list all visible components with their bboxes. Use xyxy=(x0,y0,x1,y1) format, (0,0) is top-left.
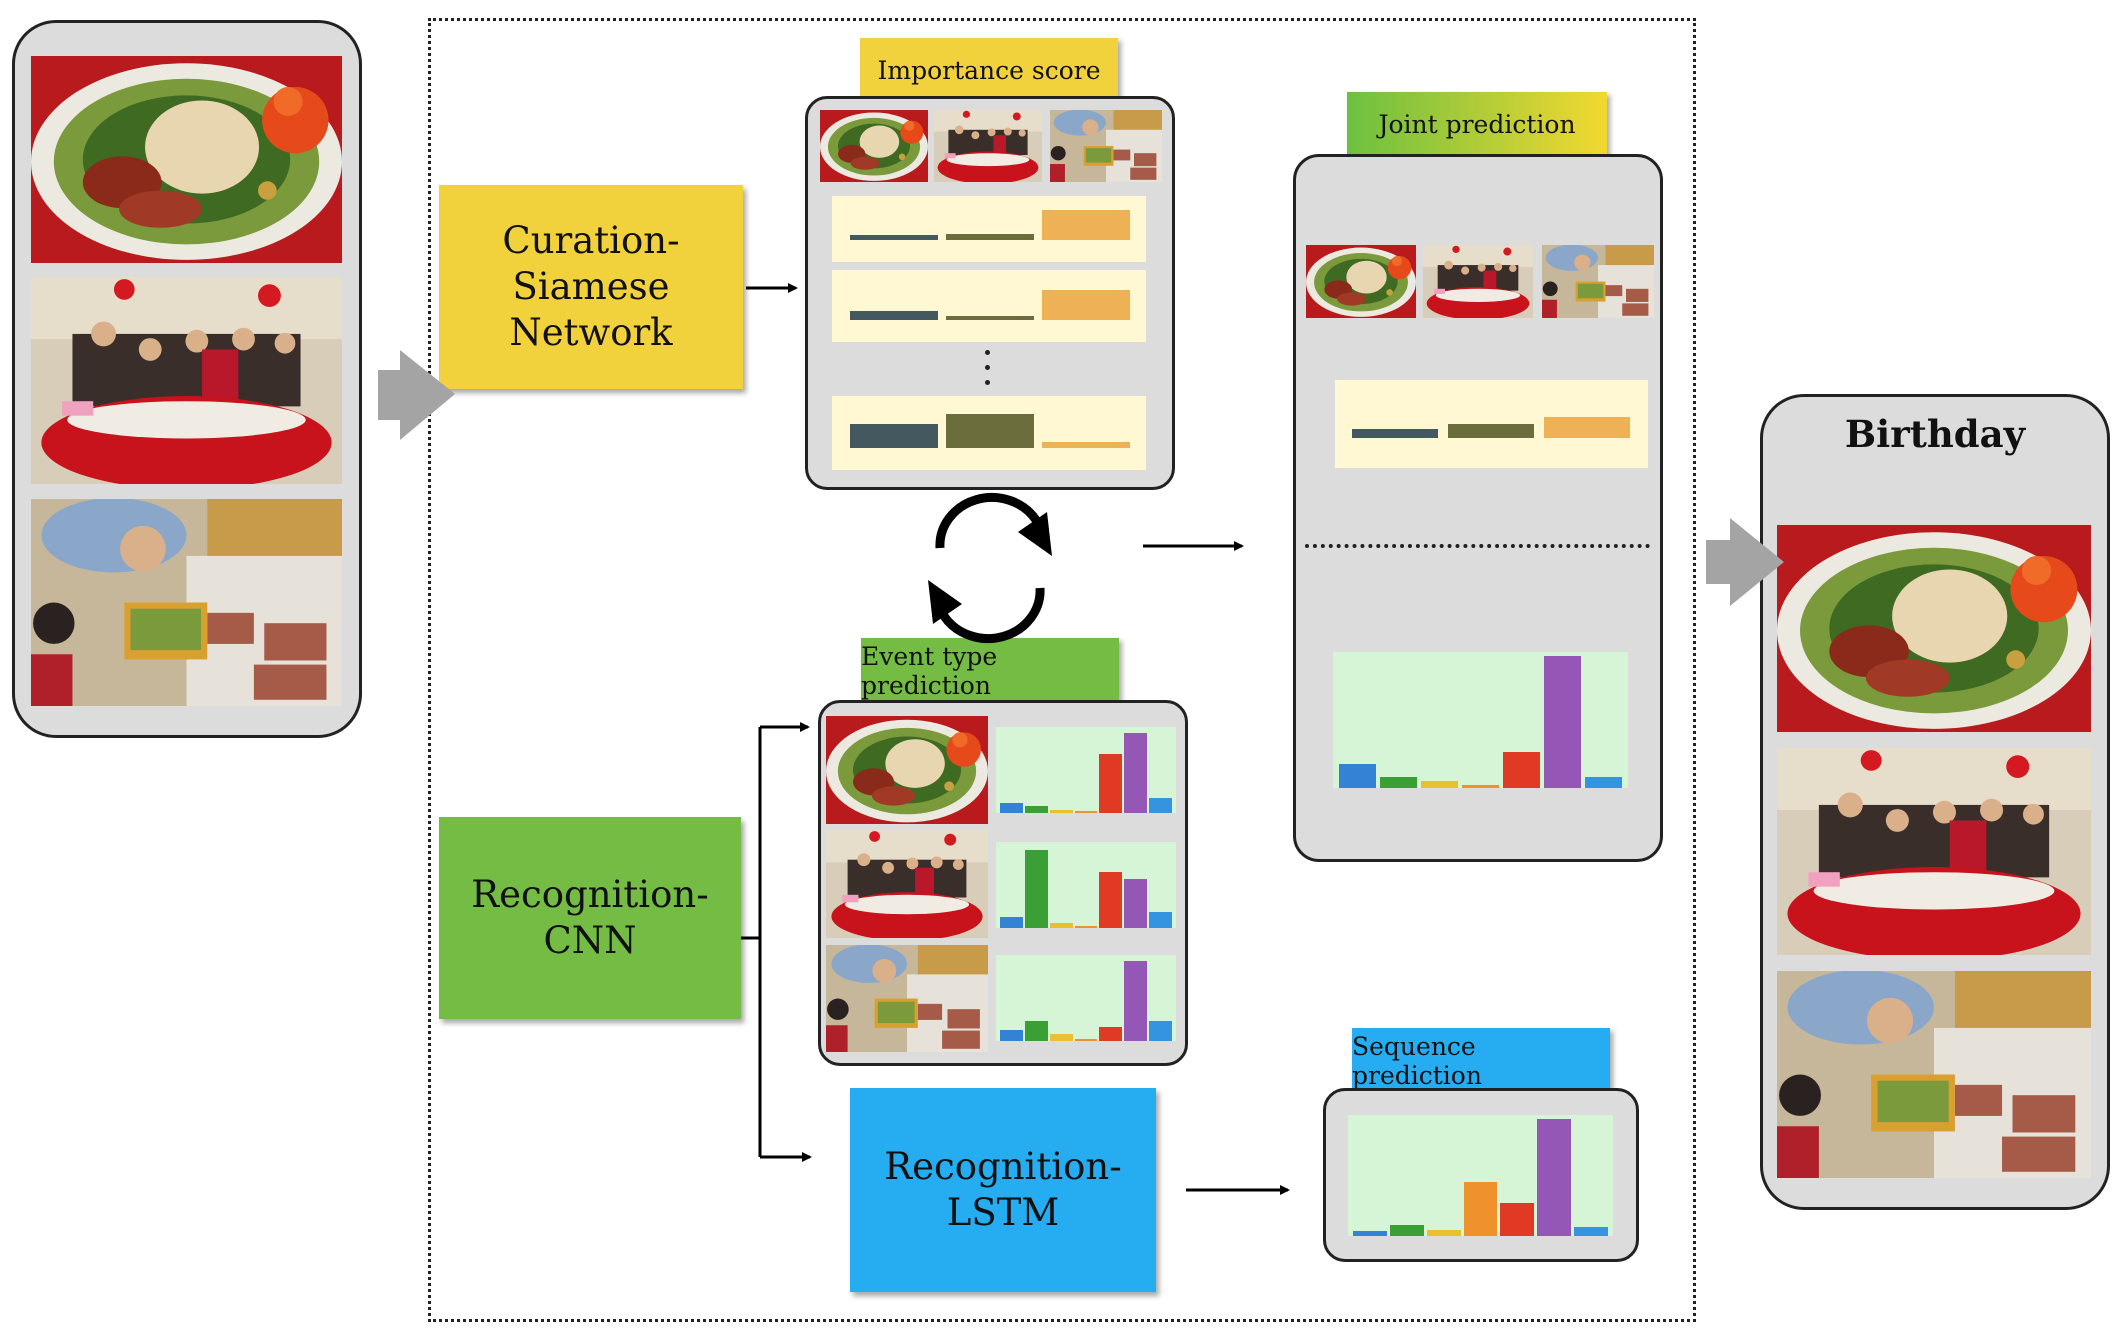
chart-bar-c5 xyxy=(1099,872,1123,928)
iterative-update-cycle-icon xyxy=(935,492,1045,644)
importance-bar xyxy=(850,235,938,240)
chart-bar-c2 xyxy=(1380,777,1417,788)
importance-bar xyxy=(850,424,938,448)
more-rows-ellipsis xyxy=(983,350,993,390)
importance-bar xyxy=(1042,290,1130,320)
joint-score-bar xyxy=(1352,429,1438,438)
chart-bar-c6 xyxy=(1544,656,1581,788)
chart-bar-c1 xyxy=(1000,803,1023,813)
chart-bar-c5 xyxy=(1503,752,1540,788)
chart-bar-c5 xyxy=(1099,1027,1123,1041)
recognition-cnn-box: Recognition-CNN xyxy=(439,817,741,1019)
importance-bar xyxy=(850,311,938,320)
chart-bar-c1 xyxy=(1339,764,1376,788)
chart-bar-c4 xyxy=(1074,1039,1098,1041)
chart-bar-c1 xyxy=(1000,1030,1023,1041)
importance-bar xyxy=(1042,210,1130,240)
chart-bar-c3 xyxy=(1426,1230,1461,1236)
result-event-label: Birthday xyxy=(1844,412,2026,456)
importance-bar xyxy=(946,234,1034,240)
output-flow-arrow xyxy=(1706,518,1784,606)
chart-bar-c2 xyxy=(1024,806,1048,813)
joint-prediction-tag: Joint prediction xyxy=(1347,92,1607,157)
chart-bar-c7 xyxy=(1149,1021,1172,1041)
chart-bar-c4 xyxy=(1463,1182,1498,1236)
chart-bar-c7 xyxy=(1574,1227,1608,1236)
chart-bar-c6 xyxy=(1124,733,1148,813)
event-chart-family xyxy=(996,842,1176,928)
importance-bar xyxy=(946,316,1034,320)
chart-bar-c4 xyxy=(1074,811,1098,813)
event-chart-cake xyxy=(996,955,1176,1041)
curation-siamese-network-box: Curation- Siamese Network xyxy=(439,185,743,389)
chart-bar-c4 xyxy=(1074,926,1098,928)
joint-score-bar xyxy=(1448,424,1534,438)
joint-dotted-separator xyxy=(1305,544,1650,548)
joint-prediction-chart xyxy=(1333,652,1628,788)
importance-score-tag: Importance score xyxy=(860,38,1118,103)
input-flow-arrow xyxy=(378,350,455,440)
joint-score-bar xyxy=(1544,417,1630,438)
curation-label-line1: Curation- xyxy=(502,218,680,262)
chart-bar-c1 xyxy=(1000,917,1023,928)
chart-bar-c2 xyxy=(1024,850,1048,928)
framework-boundary xyxy=(428,18,1696,1322)
chart-bar-c3 xyxy=(1421,781,1458,788)
chart-bar-c6 xyxy=(1124,961,1148,1041)
chart-bar-c3 xyxy=(1049,810,1073,813)
chart-bar-c5 xyxy=(1099,754,1123,813)
recognition-lstm-box: Recognition-LSTM xyxy=(850,1088,1156,1292)
event-type-prediction-tag: Event type prediction xyxy=(861,638,1119,703)
chart-bar-c7 xyxy=(1585,777,1622,788)
sequence-prediction-tag: Sequence prediction xyxy=(1352,1028,1610,1093)
chart-bar-c2 xyxy=(1024,1021,1048,1041)
importance-bar xyxy=(1042,442,1130,448)
chart-bar-c6 xyxy=(1537,1119,1572,1236)
event-chart-dish xyxy=(996,727,1176,813)
importance-bar xyxy=(946,414,1034,448)
chart-bar-c2 xyxy=(1389,1225,1424,1236)
curation-label-line2: Siamese Network xyxy=(509,264,673,355)
chart-bar-c4 xyxy=(1462,785,1499,788)
chart-bar-c1 xyxy=(1353,1231,1387,1236)
chart-bar-c3 xyxy=(1049,1034,1073,1041)
chart-bar-c5 xyxy=(1500,1203,1535,1236)
chart-bar-c6 xyxy=(1124,879,1148,928)
chart-bar-c7 xyxy=(1149,798,1172,813)
chart-bar-c7 xyxy=(1149,912,1172,928)
sequence-prediction-chart xyxy=(1348,1115,1613,1236)
chart-bar-c3 xyxy=(1049,923,1073,928)
